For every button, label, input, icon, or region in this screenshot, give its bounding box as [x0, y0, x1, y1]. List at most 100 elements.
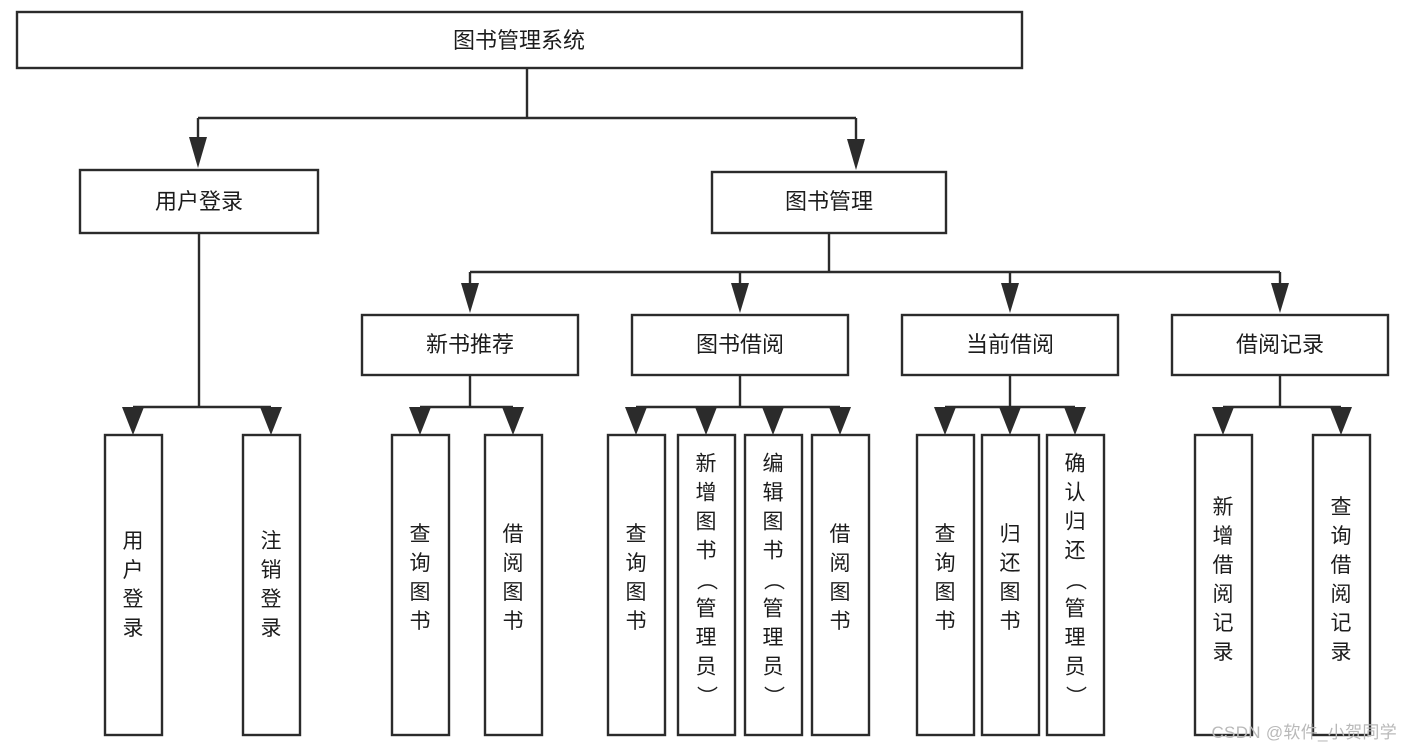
svg-text:图: 图 — [830, 581, 851, 604]
svg-text:户: 户 — [123, 559, 144, 582]
svg-text:阅: 阅 — [830, 552, 851, 575]
svg-text:（: （ — [1064, 570, 1087, 591]
node-book-borrow[interactable]: 图书借阅 — [630, 313, 850, 377]
arrow-head-icon — [999, 407, 1021, 435]
leaf-box[interactable] — [1311, 433, 1372, 737]
arrow-head-icon — [934, 407, 956, 435]
leaf-box[interactable] — [980, 433, 1041, 737]
leaf-box[interactable] — [606, 433, 667, 737]
svg-text:员: 员 — [1065, 656, 1086, 679]
svg-text:询: 询 — [626, 552, 647, 575]
leaf-box[interactable] — [103, 433, 164, 737]
leaf-box[interactable] — [676, 433, 737, 737]
svg-text:管: 管 — [696, 598, 717, 621]
svg-text:借: 借 — [503, 523, 524, 546]
connector-recommend-to-leaves — [409, 375, 524, 435]
svg-text:图: 图 — [935, 581, 956, 604]
connector-root-to-level2 — [189, 68, 865, 170]
svg-text:书: 书 — [626, 610, 647, 633]
svg-text:图: 图 — [503, 581, 524, 604]
svg-text:）: ） — [762, 686, 785, 707]
node-borrow-record[interactable]: 借阅记录 — [1170, 313, 1390, 377]
connector-bookmgmt-to-level3 — [461, 233, 1289, 313]
svg-text:书: 书 — [503, 610, 524, 633]
svg-text:理: 理 — [1065, 627, 1086, 650]
svg-text:借: 借 — [1331, 554, 1352, 577]
node-new-book-recommend[interactable]: 新书推荐 — [360, 313, 580, 377]
svg-text:录: 录 — [123, 617, 144, 640]
leaf-box[interactable] — [915, 433, 976, 737]
svg-text:还: 还 — [1000, 552, 1021, 575]
arrow-head-icon — [625, 407, 647, 435]
level3-box-2[interactable] — [900, 313, 1120, 377]
node-root[interactable]: 图书管理系统 — [15, 10, 1024, 70]
level3-label-3: 借阅记录 — [1236, 332, 1324, 357]
leaf-box[interactable] — [483, 433, 544, 737]
svg-text:归: 归 — [1065, 511, 1086, 534]
root-box[interactable] — [15, 10, 1024, 70]
leaf-box[interactable] — [390, 433, 451, 737]
svg-text:阅: 阅 — [503, 552, 524, 575]
root-label: 图书管理系统 — [453, 28, 585, 53]
svg-text:图: 图 — [763, 511, 784, 534]
svg-text:询: 询 — [935, 552, 956, 575]
svg-text:查: 查 — [626, 523, 647, 546]
arrow-head-icon — [461, 283, 479, 313]
svg-text:员: 员 — [696, 656, 717, 679]
leaf-box[interactable] — [810, 433, 871, 737]
arrow-head-icon — [1212, 407, 1234, 435]
arrow-head-icon — [122, 407, 144, 435]
arrow-head-icon — [762, 407, 784, 435]
svg-text:查: 查 — [1331, 496, 1352, 519]
level3-label-2: 当前借阅 — [966, 332, 1054, 357]
level3-label-0: 新书推荐 — [426, 332, 514, 357]
svg-text:归: 归 — [1000, 523, 1021, 546]
svg-text:书: 书 — [830, 610, 851, 633]
level2-label-0: 用户登录 — [155, 189, 243, 214]
svg-text:借: 借 — [1213, 554, 1234, 577]
svg-text:（: （ — [762, 570, 785, 591]
leaf-box[interactable] — [1193, 433, 1254, 737]
svg-text:新: 新 — [696, 453, 717, 476]
leaf-node[interactable]: 用户登录 — [103, 433, 164, 737]
arrow-head-icon — [502, 407, 524, 435]
arrow-head-icon — [1064, 407, 1086, 435]
node-current-borrow[interactable]: 当前借阅 — [900, 313, 1120, 377]
leaf-box[interactable] — [241, 433, 302, 737]
level2-box-0[interactable] — [78, 168, 320, 235]
level3-label-1: 图书借阅 — [696, 332, 784, 357]
leaf-box[interactable] — [743, 433, 804, 737]
svg-text:（: （ — [695, 570, 718, 591]
leaf-box[interactable] — [1045, 433, 1106, 737]
svg-text:员: 员 — [763, 656, 784, 679]
node-user-login[interactable]: 用户登录 — [78, 168, 320, 235]
level3-box-0[interactable] — [360, 313, 580, 377]
svg-text:管: 管 — [763, 598, 784, 621]
connector-record-to-leaves — [1212, 375, 1352, 435]
arrow-head-icon — [695, 407, 717, 435]
node-book-management[interactable]: 图书管理 — [710, 170, 948, 235]
